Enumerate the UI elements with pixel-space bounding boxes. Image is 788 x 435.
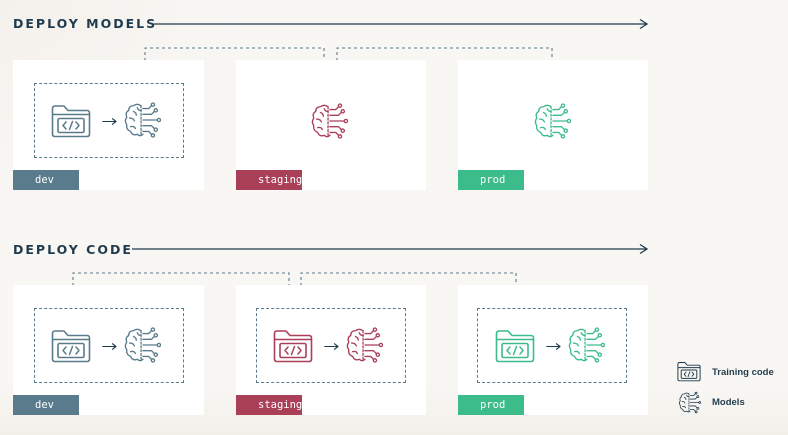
brain-circuit-icon: [123, 326, 161, 364]
timeline-arrow-models: [154, 18, 649, 30]
env-tag-prod: prod: [458, 170, 524, 190]
dev-card-models: dev: [13, 60, 204, 190]
dev-pipeline-box: [34, 83, 184, 158]
env-tag-prod: prod: [458, 395, 524, 415]
brain-circuit-icon: [345, 326, 383, 364]
arrow-right-icon: [102, 342, 118, 351]
folder-code-icon: [495, 329, 535, 363]
timeline-arrow-code: [132, 243, 649, 255]
legend-label-models: Models: [712, 397, 745, 408]
folder-code-icon: [677, 361, 701, 382]
arrow-right-icon: [546, 342, 562, 351]
prod-pipeline-box: [477, 308, 627, 383]
env-tag-dev: dev: [13, 395, 79, 415]
arrow-right-icon: [324, 342, 340, 351]
dev-card-code: dev: [13, 285, 204, 415]
env-tag-dev: dev: [13, 170, 79, 190]
folder-code-icon: [51, 329, 91, 363]
staging-card-models: staging: [236, 60, 426, 190]
staging-pipeline-box: [256, 308, 406, 383]
prod-card-models: prod: [458, 60, 648, 190]
section-title-deploy-code: DEPLOY CODE: [13, 242, 133, 257]
env-tag-staging: staging: [236, 170, 302, 190]
prod-card-code: prod: [458, 285, 648, 415]
section-title-deploy-models: DEPLOY MODELS: [13, 16, 158, 31]
legend-label-training-code: Training code: [712, 367, 774, 378]
dev-pipeline-box: [34, 308, 184, 383]
brain-circuit-icon: [678, 391, 701, 414]
folder-code-icon: [273, 329, 313, 363]
env-tag-staging: staging: [236, 395, 302, 415]
brain-circuit-icon: [567, 326, 605, 364]
staging-card-code: staging: [236, 285, 426, 415]
